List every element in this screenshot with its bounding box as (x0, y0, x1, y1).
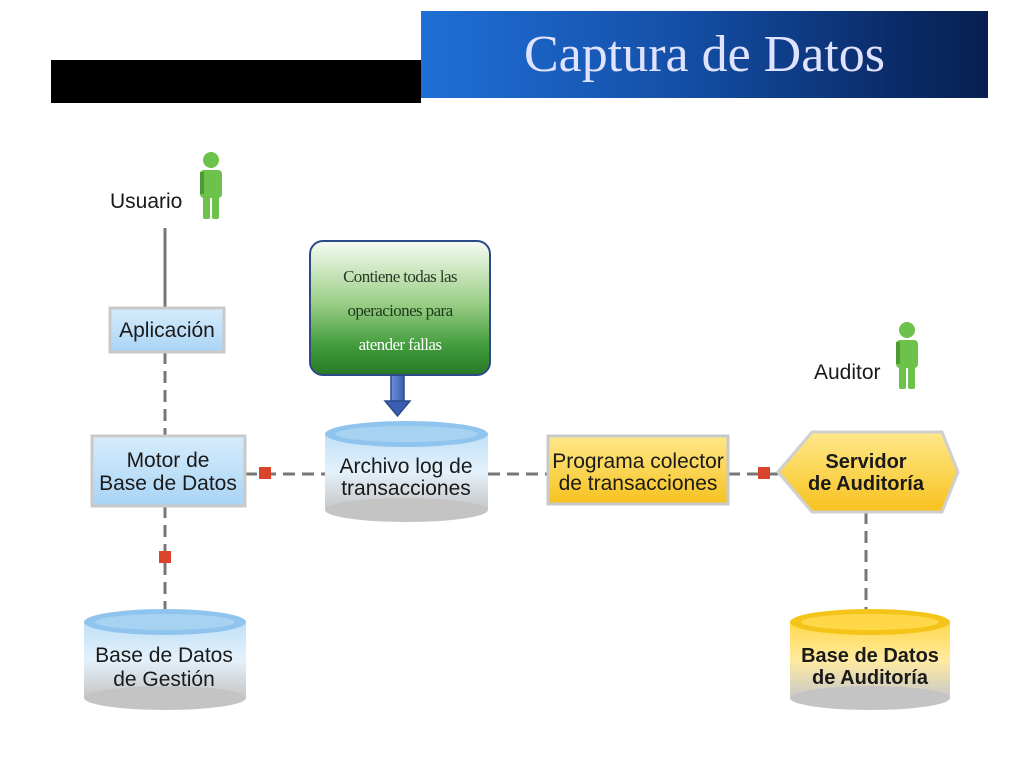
servidor-box (776, 430, 960, 514)
aplicacion-label: Aplicación (119, 319, 215, 342)
aplicacion-box (108, 306, 226, 354)
note-callout: Contiene todas las operaciones para aten… (309, 240, 491, 376)
connector-square (259, 467, 271, 479)
title-banner: Captura de Datos (421, 11, 988, 98)
motor-label-1: Motor de (127, 449, 210, 472)
bd-auditoria-label-1: Base de Datos (801, 645, 939, 667)
servidor-label-1: Servidor (825, 451, 906, 473)
bd-auditoria-cylinder (790, 609, 950, 710)
note-line-3: atender fallas (358, 335, 442, 354)
page-title: Captura de Datos (523, 26, 885, 83)
person-icon (896, 322, 918, 389)
archivo-log-cylinder (325, 421, 488, 522)
bd-gestion-cylinder (84, 609, 246, 710)
bd-gestion-label-1: Base de Datos (95, 644, 233, 667)
bd-auditoria-label-2: de Auditoría (812, 667, 929, 689)
note-line-1: Contiene todas las (343, 267, 457, 286)
motor-label-2: Base de Datos (99, 472, 237, 495)
arrow-down-icon (383, 369, 412, 418)
bd-gestion-label-2: de Gestión (113, 668, 215, 691)
archivo-log-label-1: Archivo log de (339, 455, 472, 478)
motor-box (90, 434, 247, 508)
header-black-bar (51, 60, 421, 103)
auditor-label: Auditor (814, 361, 881, 384)
archivo-log-label-2: transacciones (341, 477, 471, 500)
servidor-label-2: de Auditoría (808, 473, 925, 495)
note-line-2: operaciones para (347, 301, 453, 320)
programa-label-1: Programa colector (552, 450, 724, 473)
connector-square (159, 551, 171, 563)
programa-label-2: de transacciones (559, 472, 718, 495)
usuario-label: Usuario (110, 190, 182, 213)
person-icon (200, 152, 222, 219)
connector-square (758, 467, 770, 479)
programa-box (546, 434, 730, 506)
